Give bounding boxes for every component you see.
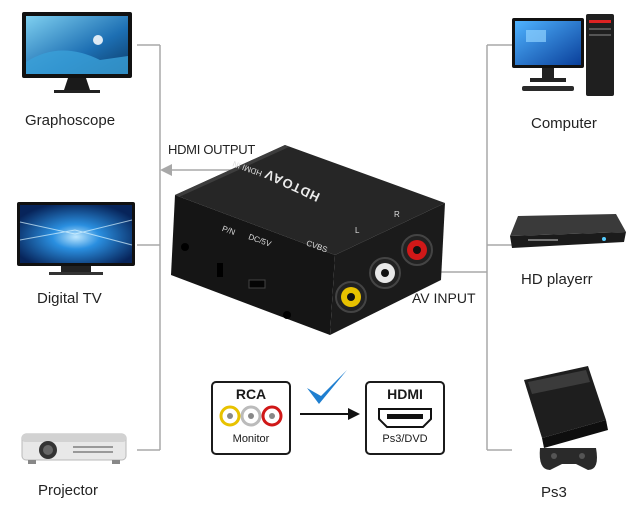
legend-arrow-icon [300,407,362,421]
converter-r-label: R [394,210,400,219]
rca-legend-jacks [219,405,283,427]
rca-legend-box: RCA Monitor [211,381,291,455]
hd-player-label: HD playerr [521,271,593,288]
hdmi-port-icon [377,407,433,429]
rca-legend-monitor: Monitor [213,433,289,445]
digital-tv-label: Digital TV [37,290,102,307]
graphoscope-label: Graphoscope [25,112,115,129]
projector-icon [18,428,133,473]
computer-icon [508,12,618,102]
ps3-icon [518,360,618,475]
hd-player-icon [508,210,628,255]
ps3-label: Ps3 [541,484,567,501]
computer-label: Computer [531,115,597,132]
hdmi-legend-title: HDMI [367,386,443,402]
converter-l-label: L [355,226,359,235]
digital-tv-icon [15,200,140,280]
projector-label: Projector [38,482,98,499]
hdmi-legend-box: HDMI Ps3/DVD [365,381,445,455]
check-icon [305,368,349,408]
graphoscope-icon [20,10,140,95]
hdmi-legend-ps3dvd: Ps3/DVD [367,433,443,445]
rca-legend-title: RCA [213,386,289,402]
